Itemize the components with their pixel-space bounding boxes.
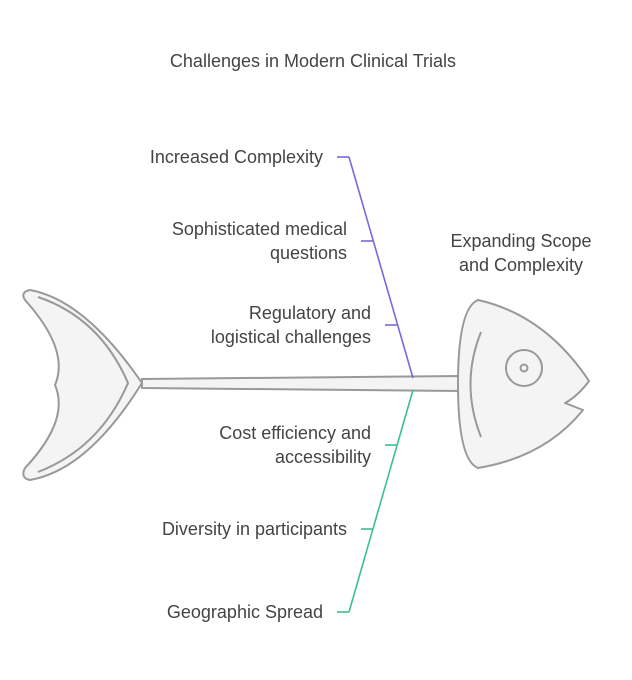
fish-tail-inner-line [37, 296, 130, 473]
diagram-title: Challenges in Modern Clinical Trials [169, 51, 457, 71]
effect-label-line: and Complexity [458, 255, 584, 275]
fish-eye [505, 349, 543, 387]
effect-label-line: Expanding Scope [450, 231, 592, 251]
bottom-bone [348, 389, 414, 613]
fish-gill-line [469, 331, 482, 438]
fish-tail [22, 289, 143, 481]
top-bone [348, 156, 414, 379]
fish-pupil [519, 363, 529, 373]
effect-label: Expanding Scope and Complexity [430, 229, 612, 277]
cause-label-sophisticated-questions: Sophisticated medical questions [171, 219, 347, 263]
fish-spine [141, 375, 461, 392]
cause-label-cost-efficiency: Cost efficiency and accessibility [219, 423, 371, 467]
cause-label-geographic-spread: Geographic Spread [166, 602, 323, 622]
fish-head [457, 299, 590, 469]
cause-label-diversity: Diversity in participants [161, 519, 347, 539]
cause-label-regulatory-logistical: Regulatory and logistical challenges [210, 303, 371, 347]
cause-label-increased-complexity: Increased Complexity [149, 147, 323, 167]
